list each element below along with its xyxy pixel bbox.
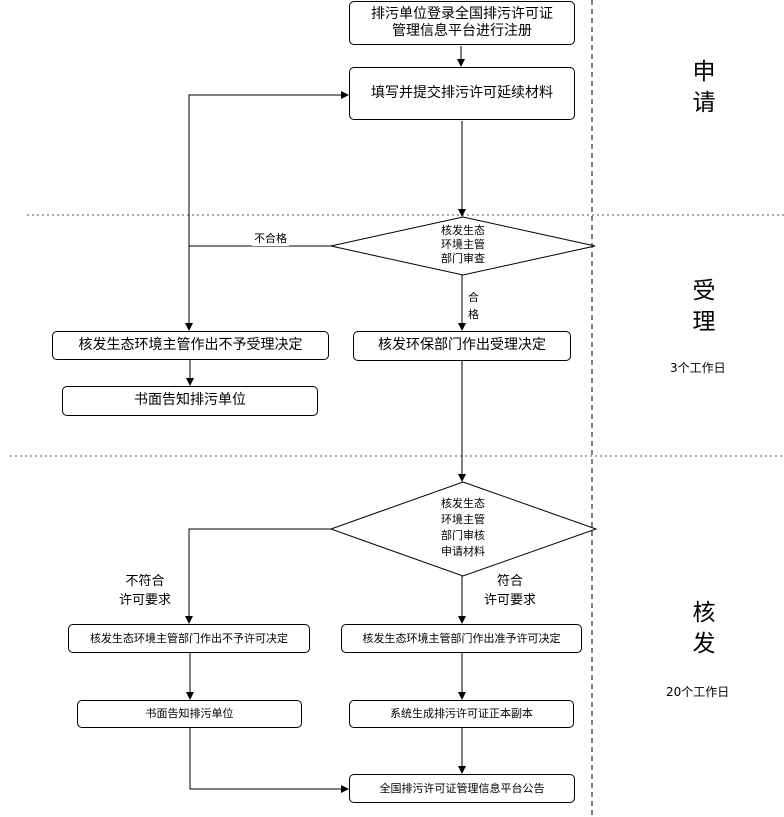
decision-audit-line-4: 申请材料 bbox=[441, 545, 485, 558]
section-issue-char-2: 发 bbox=[692, 631, 716, 657]
box-deny-permit-label: 核发生态环境主管部门作出不予许可决定 bbox=[90, 631, 288, 645]
box-publish-label: 全国排污许可证管理信息平台公告 bbox=[379, 781, 545, 795]
decision-audit-line-3: 部门审核 bbox=[441, 529, 485, 542]
duration-accept: 3个工作日 bbox=[670, 361, 726, 375]
edge-label-qualified: 合 格 bbox=[468, 289, 479, 323]
section-apply-char-1: 申 bbox=[692, 59, 716, 85]
box-notify-reject-1: 书面告知排污单位 bbox=[62, 386, 318, 416]
section-accept: 受 理 bbox=[684, 276, 724, 338]
edge-label-meet-2: 许可要求 bbox=[483, 593, 536, 608]
edge-label-unqualified: 不合格 bbox=[252, 232, 289, 247]
box-submit-label: 填写并提交排污许可延续材料 bbox=[371, 84, 553, 101]
decision-review-text: 核发生态 环境主管 部门审查 bbox=[413, 224, 513, 266]
section-accept-char-1: 受 bbox=[692, 278, 716, 304]
decision-review-diamond bbox=[330, 216, 596, 276]
section-issue: 核 发 bbox=[684, 598, 724, 660]
box-notify-reject-2: 书面告知排污单位 bbox=[77, 700, 302, 728]
box-notify-reject-2-label: 书面告知排污单位 bbox=[145, 707, 234, 721]
edge-label-meet: 符合 许可要求 bbox=[474, 572, 546, 610]
edge-label-not-meet-1: 不符合 bbox=[125, 574, 165, 589]
box-reject-accept: 核发生态环境主管作出不予受理决定 bbox=[52, 331, 329, 360]
decision-review-line-3: 部门审查 bbox=[441, 252, 485, 265]
decision-audit-line-2: 环境主管 bbox=[441, 513, 485, 526]
box-publish: 全国排污许可证管理信息平台公告 bbox=[349, 774, 575, 803]
decision-review-line-2: 环境主管 bbox=[441, 238, 485, 251]
edge-label-qualified-2: 格 bbox=[468, 308, 479, 321]
box-grant-permit-label: 核发生态环境主管部门作出准予许可决定 bbox=[362, 631, 561, 645]
arrow-notify-to-publish bbox=[189, 728, 349, 793]
box-generate-label: 系统生成排污许可证正本副本 bbox=[390, 707, 533, 721]
box-reject-accept-label: 核发生态环境主管作出不予受理决定 bbox=[78, 336, 303, 353]
box-notify-reject-1-label: 书面告知排污单位 bbox=[134, 392, 246, 409]
edge-label-not-meet: 不符合 许可要求 bbox=[110, 572, 180, 610]
box-grant-permit: 核发生态环境主管部门作出准予许可决定 bbox=[341, 624, 582, 653]
arrow-audit-to-deny bbox=[185, 528, 331, 624]
box-register-line-2: 管理信息平台进行注册 bbox=[392, 23, 532, 39]
box-register-line-1: 排污单位登录全国排污许可证 bbox=[371, 5, 553, 22]
decision-audit-diamond bbox=[329, 481, 598, 577]
duration-issue: 20个工作日 bbox=[666, 685, 730, 699]
arrow-unqualified-loop bbox=[188, 91, 349, 247]
section-accept-char-2: 理 bbox=[692, 309, 716, 335]
edge-label-not-meet-2: 许可要求 bbox=[118, 593, 171, 608]
section-apply: 申 请 bbox=[684, 57, 724, 119]
box-register: 排污单位登录全国排污许可证 管理信息平台进行注册 bbox=[349, 1, 575, 45]
box-accept: 核发环保部门作出受理决定 bbox=[353, 331, 571, 361]
decision-audit-line-1: 核发生态 bbox=[441, 497, 485, 510]
edge-label-qualified-1: 合 bbox=[468, 291, 479, 304]
box-deny-permit: 核发生态环境主管部门作出不予许可决定 bbox=[68, 624, 310, 653]
decision-review-line-1: 核发生态 bbox=[441, 224, 485, 237]
box-accept-label: 核发环保部门作出受理决定 bbox=[378, 337, 546, 354]
box-generate: 系统生成排污许可证正本副本 bbox=[349, 700, 574, 728]
section-apply-char-2: 请 bbox=[692, 90, 716, 116]
edge-label-meet-1: 符合 bbox=[496, 574, 523, 589]
section-issue-char-1: 核 bbox=[692, 600, 716, 626]
box-submit: 填写并提交排污许可延续材料 bbox=[349, 67, 575, 120]
decision-audit-text: 核发生态 环境主管 部门审核 申请材料 bbox=[413, 496, 513, 560]
